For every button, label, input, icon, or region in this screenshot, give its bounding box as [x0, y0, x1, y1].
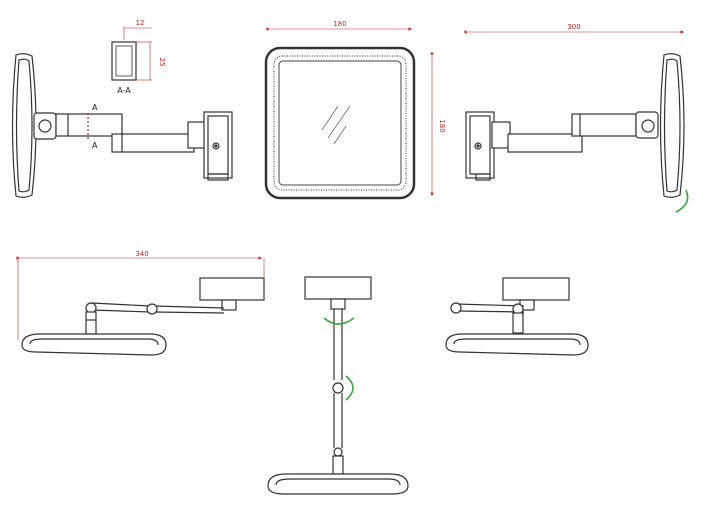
rotation-arrow-swivel-mid	[345, 375, 354, 401]
front-view	[264, 27, 434, 200]
side-extension-label: 300	[567, 23, 580, 31]
section-marker-top: A	[92, 103, 98, 112]
top-view-extended	[16, 256, 265, 356]
right-side-view	[465, 53, 685, 198]
left-side-view	[11, 53, 233, 198]
section-height-label: 25	[158, 58, 166, 67]
front-height-label: 180	[438, 119, 446, 132]
top-extension-label: 340	[135, 250, 148, 258]
front-width-label: 180	[333, 20, 346, 28]
rotation-arrow-swivel-top	[323, 317, 355, 325]
section-label: A-A	[117, 86, 131, 95]
front-folded-view	[267, 276, 409, 495]
rotation-arrow-tilt	[675, 189, 689, 213]
section-marker-bottom: A	[92, 141, 98, 150]
section-a-a-profile	[111, 26, 152, 81]
section-width-label: 12	[136, 19, 145, 27]
top-view-folded	[445, 277, 589, 356]
